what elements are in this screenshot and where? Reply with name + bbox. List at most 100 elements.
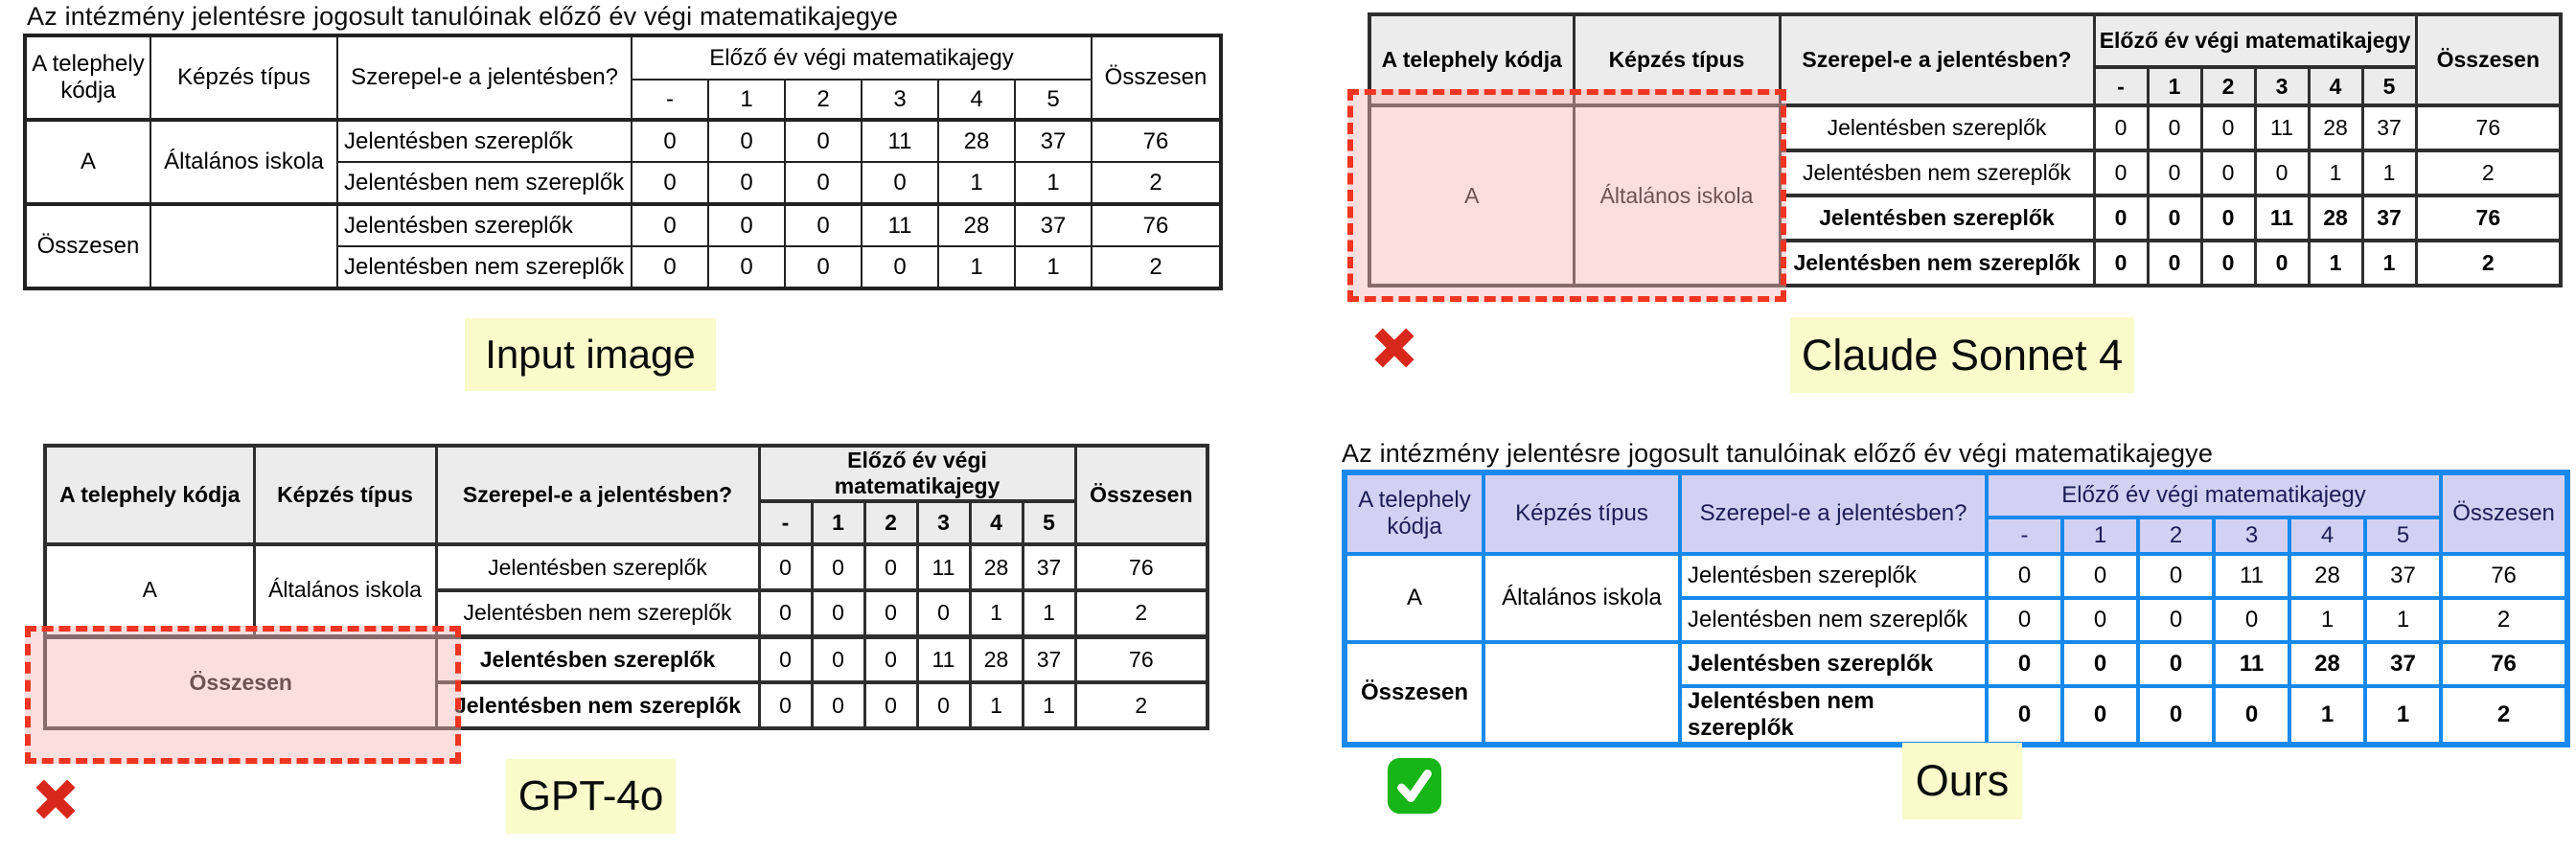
table-header-row: A telephely kódja Képzés típus Szerepel-…: [1343, 471, 2570, 556]
check-mark-icon: [1385, 755, 1444, 816]
cross-mark-icon: [1368, 319, 1421, 377]
cell-value: 0: [810, 633, 866, 684]
cell-value: 28: [937, 118, 1016, 163]
table-row: Összesen Jelentésben szereplők 0 0 0 11 …: [1343, 640, 2570, 747]
cell-value: 0: [784, 245, 862, 289]
header-grade-tick: 1: [2060, 516, 2140, 556]
table-header-row: A telephely kódja Képzés típus Szerepel-…: [43, 444, 1209, 546]
cell-value: 0: [861, 245, 939, 289]
cell-training-type: Általános iskola: [1482, 552, 1682, 644]
cell-value: 28: [968, 633, 1024, 684]
header-total: Összesen: [1091, 34, 1223, 121]
cell-value: 1: [937, 245, 1016, 289]
cell-value: 0: [2146, 149, 2203, 197]
table-header-row: A telephely kódja Képzés típus Szerepel-…: [1368, 12, 2563, 107]
cell-site-merged: A: [1368, 104, 1576, 288]
header-grade-tick: 3: [2212, 516, 2291, 556]
table-subheader-row: - 1 2 3 4 5: [1369, 65, 2561, 107]
ours-table: A telephely kódja Képzés típus Szerepel-…: [1342, 470, 2571, 748]
cell-value: 1: [1013, 245, 1093, 289]
cell-value: 0: [2199, 239, 2257, 288]
cell-row-total: 76: [2414, 104, 2563, 152]
table-row: A Általános iskola Jelentésben szereplők…: [1368, 104, 2563, 288]
cell-value: 28: [2307, 104, 2364, 152]
header-grade-group: Előző év végi matematikajegy: [2092, 12, 2418, 69]
cell-value: 0: [2092, 149, 2150, 197]
header-grade-group: Előző év végi matematikajegy: [757, 444, 1077, 503]
row-label-not-included: Jelentésben nem szereplők: [1778, 149, 2096, 197]
cell-value: 0: [2199, 149, 2257, 197]
cell-value: 37: [2362, 552, 2444, 600]
table-row: Jelentésben nem szereplők 0 0 0 0 1 1 2: [1369, 149, 2563, 197]
cell-site: A: [43, 542, 256, 638]
cell-value: 0: [2146, 194, 2203, 242]
cell-value: 0: [862, 588, 919, 638]
cell-row-total: 76: [2439, 640, 2570, 688]
cell-value: 0: [2253, 239, 2311, 288]
header-grade-group: Előző év végi matematikajegy: [630, 34, 1093, 80]
header-site-code: A telephely kódja: [24, 34, 151, 121]
header-grade-group: Előző év végi matematikajegy: [1984, 471, 2444, 519]
cell-site: A: [1343, 552, 1485, 644]
cell-value: 11: [915, 542, 972, 592]
cell-value: 28: [937, 202, 1016, 247]
table-subheader-row: - 1 2 3 4 5: [1345, 516, 2567, 556]
cell-value: 1: [2362, 684, 2444, 747]
cell-row-total: 76: [2439, 552, 2570, 600]
gpt-table: A telephely kódja Képzés típus Szerepel-…: [43, 444, 1210, 730]
table-row: Jelentésben nem szereplők 0 0 0 0 1 1 2: [1345, 684, 2570, 747]
header-grade-tick: 5: [1021, 499, 1077, 546]
row-label-not-included: Jelentésben nem szereplők: [336, 245, 632, 289]
cell-value: 0: [2060, 684, 2140, 747]
cell-total-label: Összesen: [1343, 640, 1485, 747]
header-grade-tick: -: [757, 499, 814, 546]
row-label-not-included: Jelentésben nem szereplők: [336, 161, 632, 205]
row-label-included: Jelentésben szereplők: [1778, 194, 2096, 242]
header-grade-tick: 3: [861, 79, 939, 121]
header-in-report: Szerepel-e a jelentésben?: [1778, 12, 2096, 107]
cell-training-type-merged: Általános iskola: [1572, 104, 1782, 288]
row-label-included: Jelentésben szereplők: [1778, 104, 2096, 152]
cell-total-label: Összesen: [24, 202, 151, 289]
row-label-included: Jelentésben szereplők: [1678, 552, 1989, 600]
cell-empty: [150, 202, 338, 289]
cell-value: 0: [2212, 596, 2291, 644]
cell-value: 0: [915, 588, 972, 638]
cell-value: 1: [2288, 684, 2367, 747]
cell-row-total: 76: [1091, 202, 1223, 247]
cell-value: 0: [707, 245, 786, 289]
cell-row-total: 76: [1091, 118, 1223, 163]
row-label-not-included: Jelentésben nem szereplők: [1678, 684, 1989, 747]
cell-value: 0: [862, 680, 919, 730]
cell-value: 0: [1985, 552, 2064, 600]
header-grade-tick: -: [1985, 516, 2064, 556]
row-label-included: Jelentésben szereplők: [434, 542, 761, 592]
header-in-report: Szerepel-e a jelentésben?: [336, 34, 632, 121]
cell-value: 37: [1013, 118, 1093, 163]
cell-row-total: 2: [1073, 588, 1209, 638]
cell-value: 0: [757, 542, 814, 592]
header-grade-tick: 1: [2146, 65, 2203, 107]
cell-row-total: 2: [1073, 680, 1209, 730]
header-training-type: Képzés típus: [1482, 471, 1682, 556]
cell-value: 0: [810, 542, 866, 592]
error-highlight-claude: [1347, 89, 1786, 302]
header-grade-tick: 2: [2199, 65, 2257, 107]
header-in-report: Szerepel-e a jelentésben?: [434, 444, 761, 546]
cell-value: 37: [2360, 104, 2418, 152]
header-total: Összesen: [1073, 444, 1209, 546]
cell-value: 0: [2146, 104, 2203, 152]
cell-value: 1: [968, 588, 1024, 638]
cell-value: 0: [707, 202, 786, 247]
header-grade-tick: 5: [1013, 79, 1093, 121]
header-total: Összesen: [2439, 471, 2570, 556]
cell-training-type: Általános iskola: [150, 118, 338, 205]
input-table: A telephely kódja Képzés típus Szerepel-…: [23, 34, 1224, 290]
error-highlight-gpt: [25, 626, 461, 764]
cell-value: 37: [1021, 633, 1077, 684]
cell-value: 1: [1021, 680, 1077, 730]
cell-row-total: 2: [2439, 596, 2570, 644]
cell-row-total: 76: [2414, 194, 2563, 242]
cell-value: 0: [2092, 104, 2150, 152]
